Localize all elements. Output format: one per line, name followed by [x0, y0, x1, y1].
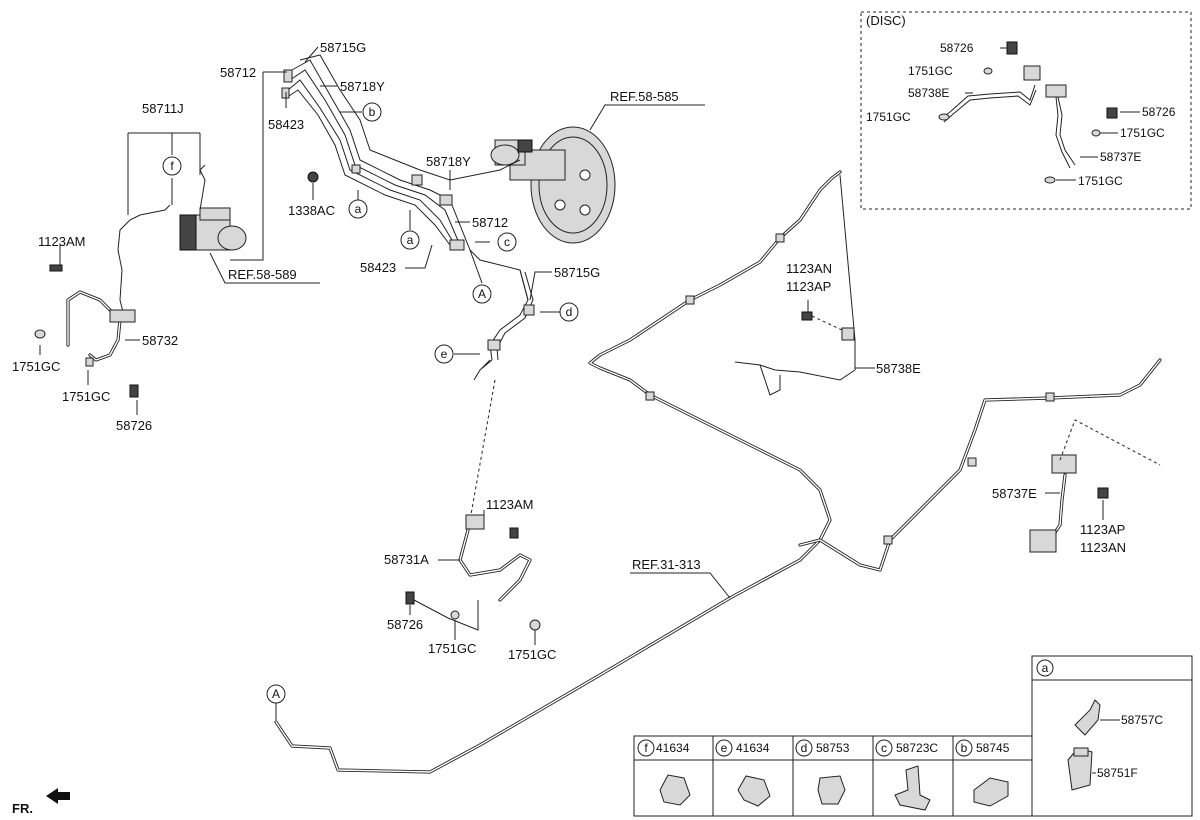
legend-key-a: a: [1042, 661, 1049, 675]
legend-cell-f: f 41634: [637, 739, 691, 806]
svg-text:A: A: [478, 287, 486, 301]
svg-text:a: a: [407, 233, 414, 247]
legend-cell-c: c 58723C: [875, 739, 938, 811]
leader-lines: [39, 46, 1104, 720]
label-58737E-right: 58737E: [992, 486, 1037, 501]
callout-A2: A: [266, 684, 286, 704]
callout-e: e: [434, 344, 454, 364]
label-1123AP-mid: 1123AP: [786, 279, 831, 294]
label-1123AN-right: 1123AN: [1080, 540, 1126, 555]
legend-cell-d: d 58753: [795, 739, 850, 805]
label-1338AC: 1338AC: [288, 203, 335, 218]
mid-hose-assembly: [734, 174, 856, 396]
label-1751GC-low1: 1751GC: [428, 641, 476, 656]
disc-label-58737E: 58737E: [1100, 150, 1141, 164]
front-line-to-rear: [469, 269, 535, 521]
label-1123AP-right: 1123AP: [1080, 522, 1125, 537]
svg-text:d: d: [801, 741, 808, 755]
lower-hose-assembly: [405, 514, 541, 631]
label-58423-mid: 58423: [360, 260, 396, 275]
label-58715G-top: 58715G: [320, 40, 366, 55]
legend-label-58757C: 58757C: [1121, 713, 1163, 727]
label-1123AN-mid: 1123AN: [786, 261, 832, 276]
svg-text:a: a: [355, 202, 362, 216]
label-58731A: 58731A: [384, 552, 429, 567]
callout-f: f: [162, 156, 182, 176]
disc-label-58726-a: 58726: [940, 41, 974, 55]
label-58726-low: 58726: [387, 617, 423, 632]
svg-text:c: c: [881, 741, 887, 755]
disc-label-1751GC-c: 1751GC: [1120, 126, 1165, 140]
pipe-clip: [967, 457, 977, 467]
legend-label-58751F: 58751F: [1097, 766, 1138, 780]
label-1123AM-low: 1123AM: [486, 497, 533, 512]
label-ref-58-585: REF.58-585: [610, 89, 679, 104]
main-brake-pipe: [274, 170, 1162, 774]
label-58732: 58732: [142, 333, 178, 348]
svg-text:f: f: [170, 159, 174, 173]
upper-brake-line-bundle: [281, 54, 529, 301]
svg-text:A: A: [272, 687, 280, 701]
label-1751GC-l1: 1751GC: [12, 359, 60, 374]
svg-text:58753: 58753: [816, 741, 850, 755]
callout-d: d: [559, 302, 579, 322]
label-58711J: 58711J: [142, 101, 184, 116]
label-58423-top: 58423: [268, 117, 304, 132]
label-1751GC-low2: 1751GC: [508, 647, 556, 662]
svg-text:f: f: [644, 741, 648, 755]
pipe-clip: [883, 535, 893, 545]
legend-cell-e: e 41634: [715, 739, 771, 807]
svg-text:41634: 41634: [736, 741, 770, 755]
label-58738E-mid: 58738E: [876, 361, 921, 376]
brake-booster-assembly: [490, 126, 616, 244]
label-58726-left: 58726: [116, 418, 152, 433]
label-58718Y-mid: 58718Y: [426, 154, 471, 169]
callout-A1: A: [472, 284, 492, 304]
arrow-left-icon: [46, 788, 70, 804]
svg-text:58745: 58745: [976, 741, 1010, 755]
label-1123AM-left: 1123AM: [38, 234, 85, 249]
svg-text:FR.: FR.: [12, 801, 33, 816]
callout-b: b: [362, 102, 382, 122]
disc-label-1751GC-a: 1751GC: [908, 64, 953, 78]
svg-text:b: b: [961, 741, 968, 755]
svg-text:b: b: [369, 105, 376, 119]
label-ref-58-589: REF.58-589: [228, 267, 297, 282]
bracket-part: [1074, 699, 1101, 736]
disc-label-1751GC-b: 1751GC: [866, 110, 911, 124]
legend-row: f 41634 e 41634 d 58753 c 58723C b 58745: [633, 735, 1033, 817]
svg-text:e: e: [721, 741, 728, 755]
callout-c: c: [497, 232, 517, 252]
svg-text:58723C: 58723C: [896, 741, 938, 755]
label-ref-31-313: REF.31-313: [632, 557, 701, 572]
pipe-clip: [685, 295, 695, 305]
legend-box-a: a 58757C 58751F: [1031, 655, 1193, 817]
label-58718Y-top: 58718Y: [340, 79, 385, 94]
svg-text:e: e: [441, 347, 448, 361]
disc-box: (DISC) 58726 1751GC 58738E 1751GC 58726 …: [860, 11, 1192, 210]
callout-a2: a: [400, 230, 420, 250]
disc-title: (DISC): [866, 13, 906, 28]
label-58712-top: 58712: [220, 65, 256, 80]
legend-cell-b: b 58745: [955, 739, 1010, 807]
svg-text:c: c: [504, 235, 510, 249]
pipe-clip: [1045, 392, 1055, 402]
pipe-clip: [775, 233, 785, 243]
front-direction-indicator: FR.: [12, 788, 70, 816]
abs-module: [117, 164, 247, 321]
disc-label-58726-b: 58726: [1142, 105, 1176, 119]
label-58715G-mid: 58715G: [554, 265, 600, 280]
pipe-clip: [645, 391, 655, 401]
svg-text:41634: 41634: [656, 741, 690, 755]
callout-a1: a: [348, 199, 368, 219]
disc-label-58738E: 58738E: [908, 86, 949, 100]
label-58712-mid: 58712: [472, 215, 508, 230]
disc-label-1751GC-d: 1751GC: [1078, 174, 1123, 188]
left-hose-assembly: [34, 264, 139, 398]
label-1751GC-l2: 1751GC: [62, 389, 110, 404]
right-rear-hose-assembly: [1029, 419, 1161, 553]
svg-text:d: d: [566, 305, 573, 319]
